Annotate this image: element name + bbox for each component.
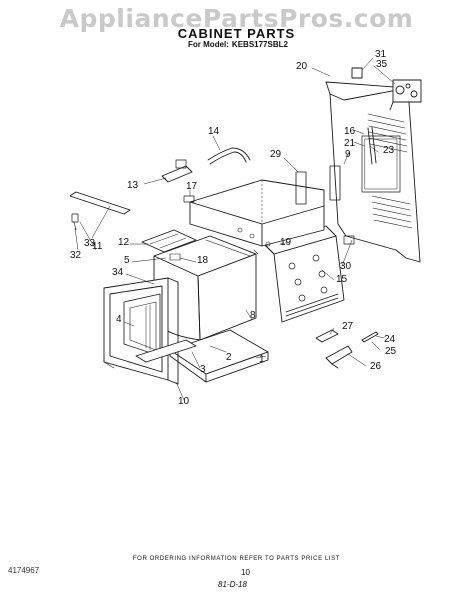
terminal-block xyxy=(351,67,422,111)
callout-16: 16 xyxy=(344,126,356,137)
callout-17: 17 xyxy=(186,181,198,192)
document-number: 4174967 xyxy=(8,566,40,575)
callout-19: 19 xyxy=(280,237,292,248)
cabinet-base xyxy=(169,329,269,383)
front-frame xyxy=(103,277,179,385)
upper-bracket xyxy=(183,195,195,203)
callout-2: 2 xyxy=(226,352,232,363)
watermark: AppliancePartsPros.com xyxy=(59,4,414,33)
callout-1: 1 xyxy=(259,354,265,365)
callout-26: 26 xyxy=(370,361,382,372)
model-number: KEBS177SBL2 xyxy=(231,40,288,49)
trim-strip xyxy=(69,191,131,215)
callout-5: 5 xyxy=(124,255,130,266)
side-panel xyxy=(263,225,355,323)
callout-24: 24 xyxy=(384,334,396,345)
callout-9: 9 xyxy=(345,149,351,160)
callout-12: 12 xyxy=(118,237,130,248)
callout-23: 23 xyxy=(383,145,395,156)
front-rail xyxy=(135,339,197,363)
ordering-note: FOR ORDERING INFORMATION REFER TO PARTS … xyxy=(132,556,341,562)
latch-assembly xyxy=(161,159,193,183)
hinge-parts xyxy=(315,329,379,369)
callout-11: 11 xyxy=(92,241,103,252)
model-prefix: For Model: xyxy=(188,40,229,49)
callout-10: 10 xyxy=(178,396,190,407)
callout-13: 13 xyxy=(127,180,139,191)
callout-29: 29 xyxy=(270,149,282,160)
callout-14: 14 xyxy=(208,126,220,137)
date-code: 81-D-18 xyxy=(218,580,247,589)
callout-34: 34 xyxy=(112,267,124,278)
page-title: CABINET PARTS xyxy=(177,26,296,41)
rear-panel xyxy=(325,81,421,263)
callout-20: 20 xyxy=(296,61,308,72)
callout-18: 18 xyxy=(197,255,209,266)
callout-3: 3 xyxy=(200,364,206,375)
oven-liner xyxy=(153,235,259,341)
callout-30: 30 xyxy=(340,261,352,272)
vent-panel xyxy=(141,229,197,261)
small-clip xyxy=(71,213,79,231)
callout-27: 27 xyxy=(342,321,354,332)
callout-15: 15 xyxy=(336,274,348,285)
callout-21: 21 xyxy=(344,138,356,149)
gasket-tube xyxy=(207,147,251,165)
page-number: 10 xyxy=(241,568,250,577)
callout-25: 25 xyxy=(385,346,397,357)
callout-33: 33 xyxy=(84,238,96,249)
callout-8: 8 xyxy=(250,310,256,321)
cabinet-frame xyxy=(189,171,325,247)
callout-4: 4 xyxy=(116,314,122,325)
callout-35: 35 xyxy=(376,59,388,70)
model-line: For Model:KEBS177SBL2 xyxy=(0,40,473,49)
callout-32: 32 xyxy=(70,250,82,261)
leader-lines xyxy=(74,57,396,401)
callout-31: 31 xyxy=(375,49,387,60)
